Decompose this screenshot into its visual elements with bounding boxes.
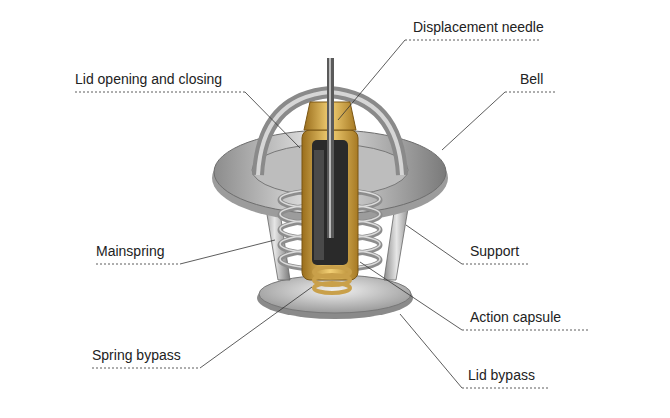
part-label: Lid bypass [468, 367, 535, 384]
leader-lines [75, 40, 590, 388]
part-label: Support [470, 243, 519, 260]
part-label: Displacement needle [413, 19, 544, 36]
part-label: Bell [520, 71, 543, 88]
part-label: Mainspring [96, 243, 164, 260]
part-label: Lid opening and closing [75, 71, 222, 88]
part-label: Action capsule [470, 309, 561, 326]
part-label: Spring bypass [92, 347, 181, 364]
